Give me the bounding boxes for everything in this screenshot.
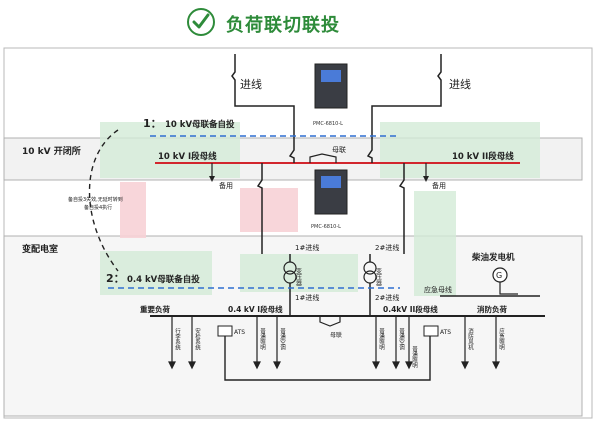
feeder-t1 (256, 163, 263, 254)
highlight-pink-mid (240, 188, 298, 232)
relay-middle-label: PMC-6810-L (311, 224, 341, 230)
load-f7: 普通照明 (411, 345, 418, 370)
hv-bus-1-label: 10 kV I段母线 (158, 151, 217, 162)
highlight-emergency (414, 191, 456, 296)
lv-auto-transfer-label: 0.4 kV母联备自投 (127, 274, 200, 285)
t1-coil-upper (283, 261, 297, 275)
incoming-label-right: 进线 (449, 77, 471, 91)
highlight-hv2 (380, 122, 540, 178)
relay-top-label: PMC-6810-L (313, 121, 343, 127)
page-title: 负荷联切联投 (226, 15, 340, 36)
ats-left-label: ATS (234, 329, 245, 336)
load-f8: 消防风机 (467, 327, 474, 352)
load-f4: 普通空调 (279, 327, 286, 352)
spare-right-arrow (423, 176, 429, 182)
load-f9: 应急照明 (498, 327, 505, 352)
generator-link (499, 282, 518, 295)
highlight-pink-left (120, 182, 146, 238)
load-f5: 普通照明 (378, 327, 385, 352)
load-f1: 行李系统 (174, 327, 181, 352)
fire-load-label: 消防负荷 (477, 304, 507, 314)
t2-out-label: 2#进线 (375, 293, 399, 302)
generator-symbol: G (496, 271, 502, 280)
hv-tie-switch (309, 153, 337, 163)
zone-kaibi-label: 10 kV 开闭所 (22, 145, 81, 157)
important-load-label: 重要负荷 (140, 304, 170, 314)
lv-auto-transfer-num: 2： (106, 272, 125, 285)
incoming-label-left: 进线 (240, 77, 262, 91)
relay-middle-screen (321, 176, 341, 188)
note-line1: 备自投3失效,无延时转到 (68, 196, 123, 203)
hv-auto-transfer-num: 1： (143, 117, 162, 130)
load-f6: 普通空调 (398, 327, 405, 352)
spare-left-arrow (209, 176, 215, 182)
wiring-diagram: 10 kV 开闭所 变配电室 进线 进线 PMC-6810-L 1： 10 kV… (3, 47, 593, 419)
t1-in-label: 1#进线 (295, 243, 319, 252)
highlight-t1 (240, 254, 358, 292)
t1-out-label: 1#进线 (295, 293, 319, 302)
check-circle-icon (187, 8, 215, 36)
note-line2: 备自投4执行 (84, 204, 112, 211)
hv-incomer-switch-1 (288, 146, 295, 163)
incoming-line-left (231, 54, 295, 146)
spare-left-label: 备用 (219, 181, 233, 190)
load-f2: 安检系统 (194, 327, 201, 352)
ats-loop (224, 336, 431, 381)
incoming-line-right (371, 54, 442, 146)
t2-name: 变压器 (375, 267, 382, 287)
zone-biandian-label: 变配电室 (22, 243, 58, 255)
lv-tie-switch (319, 316, 341, 327)
emergency-bus-label: 应急母线 (424, 285, 452, 294)
t1-name: 变压器 (295, 267, 302, 287)
load-feeders (168, 316, 500, 370)
highlight-hv1 (100, 122, 240, 178)
ats-left (217, 325, 233, 337)
feeder-t2 (398, 163, 405, 254)
hv-bus-2-label: 10 kV II段母线 (452, 151, 514, 162)
ats-right (423, 325, 439, 337)
hv-incomer-switch-2 (366, 146, 373, 163)
relay-top-screen (321, 70, 341, 82)
hv-auto-transfer-label: 10 kV母联备自投 (165, 119, 235, 130)
lv-tie-label: 母联 (330, 331, 342, 339)
t2-in-label: 2#进线 (375, 243, 399, 252)
lv-bus-1-label: 0.4 kV I段母线 (228, 304, 283, 314)
ats-right-label: ATS (440, 329, 451, 336)
header: 负荷联切联投 (0, 0, 598, 46)
spare-right-label: 备用 (432, 181, 446, 190)
load-f3: 普通照明 (259, 327, 266, 352)
lv-bus-2-label: 0.4kV II段母线 (383, 304, 438, 314)
t2-coil-upper (363, 261, 377, 275)
hv-tie-label: 母联 (332, 145, 346, 154)
generator-label: 柴油发电机 (471, 252, 515, 263)
